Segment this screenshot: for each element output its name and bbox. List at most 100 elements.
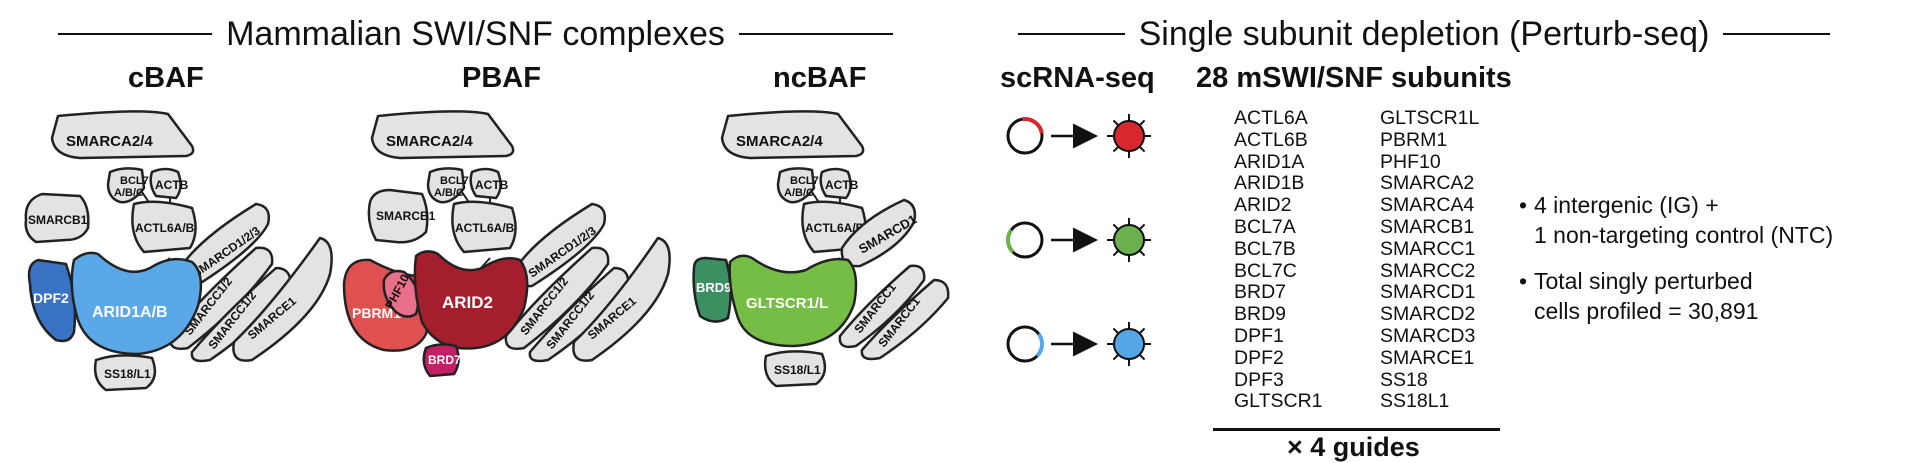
pbrm1-label: PBRM1 [352, 305, 401, 321]
perturbation-row [1006, 114, 1151, 158]
complex-name-cbaf: cBAF [128, 62, 204, 94]
bcl7-subunit [106, 167, 146, 204]
actb-subunit [469, 167, 502, 200]
gltscr1-core-subunit [728, 254, 858, 348]
cell-icon [1107, 322, 1151, 366]
guides-label: × 4 guides [1287, 432, 1420, 462]
subunit-item: DPF1 [1234, 324, 1284, 347]
subunit-item: ARID1B [1234, 172, 1305, 195]
smarcc1-subunit [168, 246, 274, 350]
bullet-line: Total singly perturbed [1534, 268, 1753, 294]
brd9-subunit [692, 256, 732, 323]
arid1-core-label: ARID1A/B [92, 304, 168, 321]
perturbation-row [1006, 322, 1151, 366]
bcl7-label-2: A/B/C [114, 187, 144, 199]
perturbation-row [1006, 218, 1151, 262]
subunit-item: PBRM1 [1380, 128, 1448, 151]
smarca-subunit [50, 110, 195, 160]
subunit-item: SMARCC2 [1380, 259, 1476, 282]
brd9-label: BRD9 [696, 280, 731, 295]
phf10-subunit [382, 269, 420, 318]
cell-icon [1107, 218, 1151, 262]
bcl7-label-2: A/B/C [434, 187, 464, 199]
subunit-item: SMARCB1 [1380, 215, 1475, 238]
subunit-item: SMARCE1 [1380, 346, 1475, 369]
left-title: Mammalian SWI/SNF complexes [226, 14, 725, 53]
arid2-core-label: ARID2 [442, 293, 493, 312]
actb-subunit [819, 167, 852, 200]
guide-plasmid-icon [1006, 221, 1044, 259]
brd7-label: BRD7 [428, 353, 461, 367]
actl6a-label: ACTL6A/B [805, 221, 865, 235]
cbaf-diagram: SMARCA2/4 BCL7 A/B/C ACTB ACTL6A/B SMARC… [24, 110, 333, 392]
smarcb1-label: SMARCB1 [376, 209, 436, 223]
pbaf-diagram: SMARCA2/4 BCL7 A/B/C ACTB ACTL6A/B SMARC… [342, 110, 671, 378]
subunit-item: SMARCC1 [1380, 237, 1476, 260]
scrna-seq-icons [1006, 114, 1151, 366]
bullet-dot: • [1519, 192, 1528, 218]
ss18-subunit [93, 354, 157, 392]
arid2-core-subunit [413, 250, 529, 350]
subunit-item: BRD9 [1234, 303, 1287, 326]
smarce1-subunit [232, 236, 333, 362]
brd7-subunit [422, 343, 460, 378]
actl6a-subunit [131, 200, 197, 254]
complex-name-ncbaf: ncBAF [773, 62, 867, 94]
title-rule-right [1723, 32, 1830, 36]
actl6a-label: ACTL6A/B [455, 221, 515, 235]
cell-icon [1107, 114, 1151, 158]
subunit-item: PHF10 [1380, 150, 1441, 173]
actb-label: ACTB [825, 178, 859, 192]
bullet-cells: • Total singly perturbed cells profiled … [1519, 266, 1758, 326]
smarcb1-label: SMARCB1 [28, 213, 88, 227]
dpf2-label: DPF2 [33, 290, 69, 306]
bcl7-label: BCL7 [120, 175, 149, 187]
arid1-core-subunit [70, 251, 203, 356]
guide-plasmid-icon [1006, 325, 1044, 363]
left-title-row: Mammalian SWI/SNF complexes [58, 10, 893, 58]
title-rule-left [1018, 32, 1125, 36]
smarca-subunit [370, 110, 515, 160]
subunit-item: SMARCA4 [1380, 194, 1475, 217]
subunit-item: SMARCD3 [1380, 324, 1476, 347]
right-title: Single subunit depletion (Perturb-seq) [1138, 14, 1710, 53]
scrna-seq-header: scRNA-seq [1000, 62, 1155, 94]
bullet-line: 1 non-targeting control (NTC) [1534, 222, 1834, 248]
guide-plasmid-icon [1006, 117, 1044, 155]
smarca-label: SMARCA2/4 [736, 133, 823, 150]
subunit-item: BCL7C [1234, 259, 1297, 282]
subunit-item: SS18 [1380, 368, 1428, 391]
subunit-item: DPF3 [1234, 368, 1284, 391]
subunit-item: ACTL6B [1234, 128, 1308, 151]
guides-rule [1213, 428, 1500, 431]
subunit-item: SS18L1 [1380, 390, 1450, 413]
smarcb1-subunit [24, 192, 90, 244]
actl6a-subunit [451, 200, 517, 254]
bullet-dot: • [1519, 268, 1528, 294]
smarca-subunit [720, 110, 865, 160]
actb-label: ACTB [155, 178, 189, 192]
actb-label: ACTB [475, 178, 509, 192]
title-rule-left [58, 32, 213, 36]
bullet-line: cells profiled = 30,891 [1534, 298, 1759, 324]
actb-subunit [149, 167, 182, 200]
bcl7-label: BCL7 [790, 175, 819, 187]
subunit-item: BCL7A [1234, 215, 1296, 238]
subunit-item: ARID2 [1234, 194, 1292, 217]
ss18-label: SS18/L1 [774, 363, 821, 377]
right-title-row: Single subunit depletion (Perturb-seq) [1018, 10, 1830, 58]
bcl7-subunit [776, 167, 816, 204]
ncbaf-diagram: SMARCA2/4 BCL7 A/B/C ACTB ACTL6A/B SMARC… [692, 110, 950, 388]
smarcc2-subunit [860, 278, 950, 361]
bcl7-subunit [426, 167, 466, 204]
subunit-item: SMARCA2 [1380, 172, 1475, 195]
subunit-item: GLTSCR1L [1380, 107, 1480, 129]
subunit-item: DPF2 [1234, 346, 1284, 369]
dpf2-subunit [27, 258, 77, 343]
bullet-line: 4 intergenic (IG) + [1534, 192, 1719, 218]
subunit-item: ARID1A [1234, 150, 1305, 173]
smarca-label: SMARCA2/4 [66, 133, 153, 150]
smarcb1-subunit [367, 188, 429, 244]
